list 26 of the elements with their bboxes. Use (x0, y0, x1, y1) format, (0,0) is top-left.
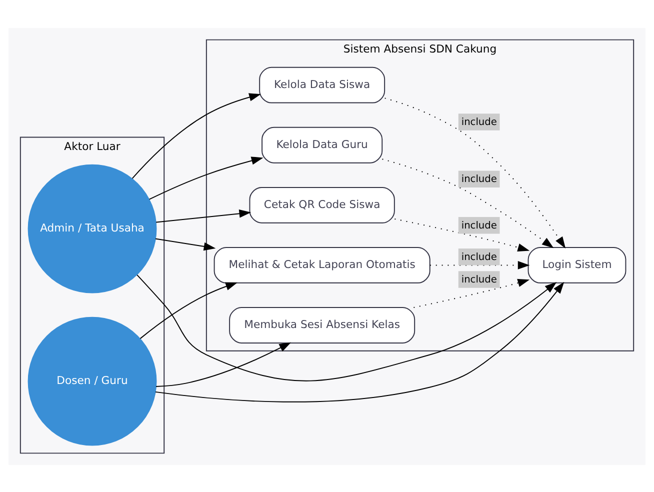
node-box: Kelola Data Guru (262, 126, 383, 163)
arrow (156, 342, 292, 386)
arrow (156, 209, 252, 222)
edge-label: include (461, 274, 497, 285)
arrow (155, 238, 216, 250)
arrow (382, 158, 554, 248)
arrow (140, 282, 238, 339)
arrow (136, 274, 557, 381)
node-box: Membuka Sesi Absensi Kelas (229, 306, 416, 343)
node-box: Kelola Data Siswa (259, 66, 386, 103)
edge-label: include (461, 220, 497, 231)
edge-label: include (461, 174, 497, 185)
edge-label: include (461, 116, 497, 128)
node-box: Login Sistem (528, 246, 626, 283)
arrow (132, 92, 261, 178)
arrow (394, 218, 530, 251)
arrow (384, 97, 566, 248)
node-circle: Dosen / Guru (28, 316, 157, 446)
edge-label: include (461, 251, 497, 262)
node-box: Melihat & Cetak Laporan Otomatis (214, 246, 430, 283)
arrow (148, 156, 264, 200)
arrow (413, 278, 530, 308)
arrow (429, 260, 530, 269)
node-box: Cetak QR Code Siswa (249, 186, 395, 223)
arrow (154, 281, 564, 402)
node-circle: Admin / Tata Usaha (28, 164, 157, 293)
